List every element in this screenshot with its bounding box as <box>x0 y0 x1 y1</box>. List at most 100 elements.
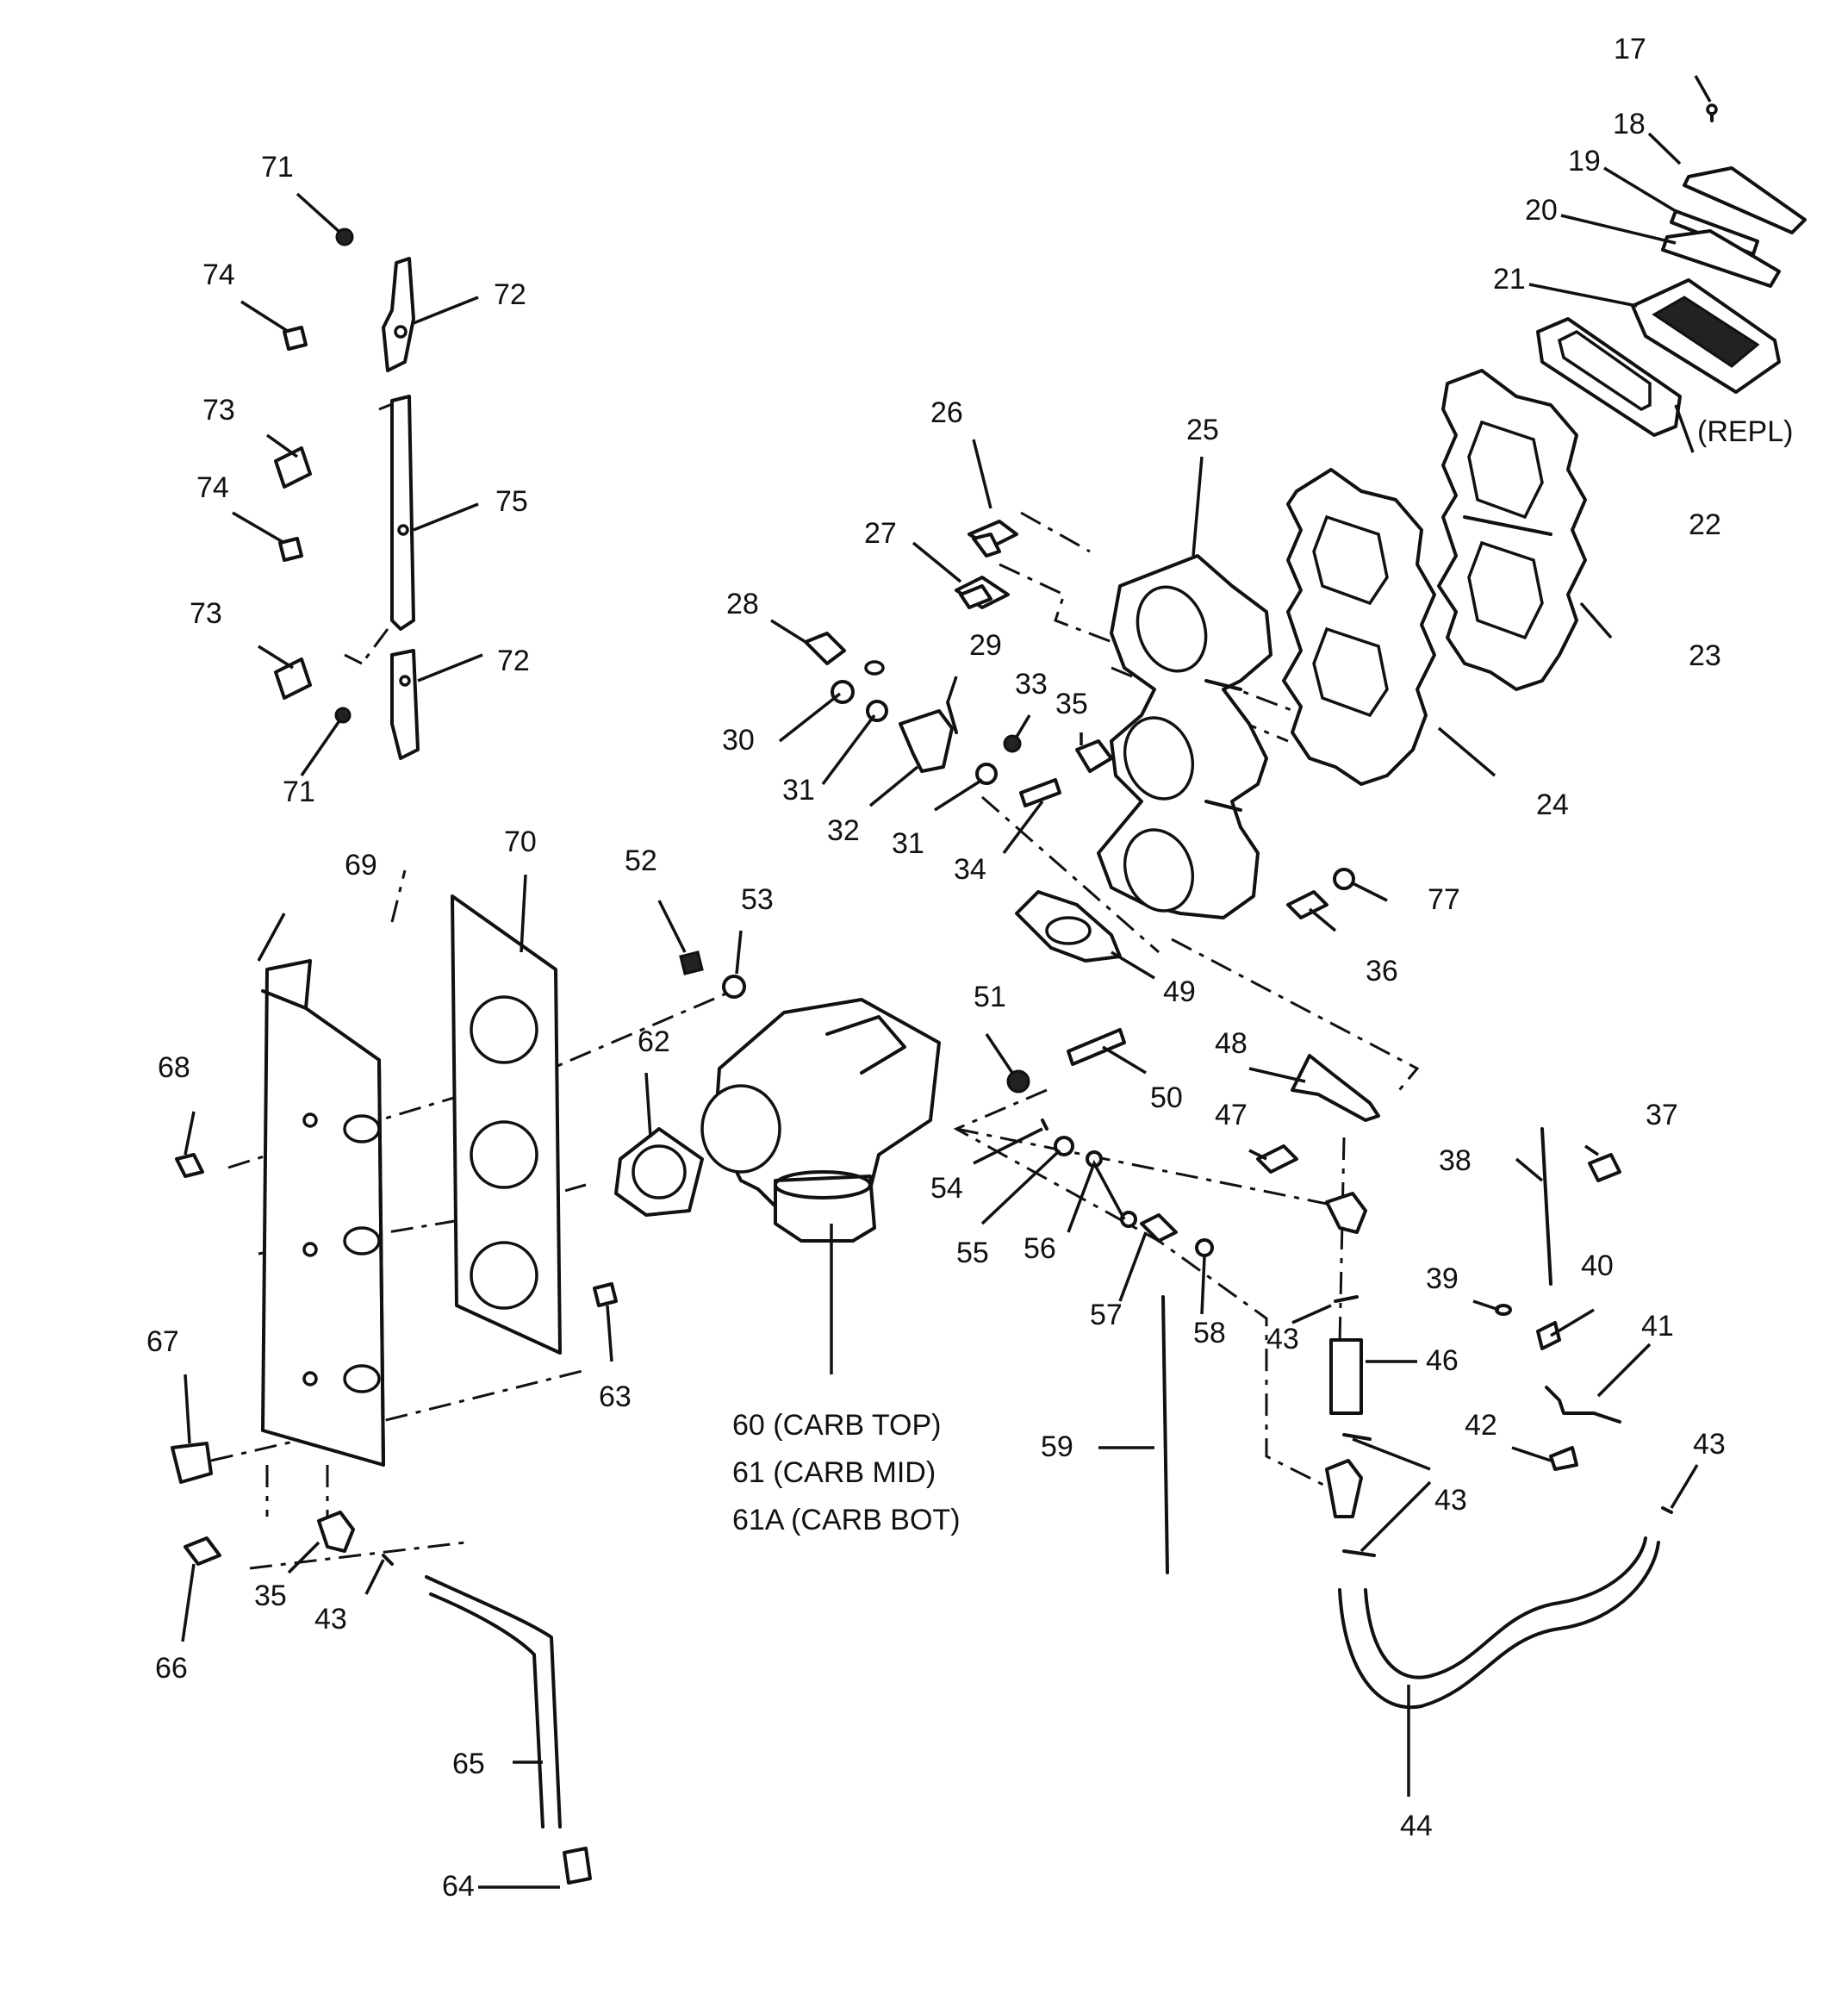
plug-67 <box>171 1442 213 1484</box>
clip-43d <box>1661 1506 1673 1514</box>
screw-27 <box>955 576 1010 609</box>
fitting-51 <box>1006 1069 1030 1094</box>
label-52: 52 <box>625 844 657 877</box>
label-55: 55 <box>956 1237 989 1269</box>
reed-gasket-22 <box>1536 317 1682 437</box>
washer-31a <box>866 700 888 722</box>
label-59: 59 <box>1041 1430 1073 1463</box>
label-17: 17 <box>1614 33 1646 65</box>
label-42: 42 <box>1465 1409 1497 1442</box>
lever-32 <box>899 701 958 773</box>
label-68: 68 <box>158 1051 190 1084</box>
screw-26 <box>968 520 1018 558</box>
label-64: 64 <box>442 1870 475 1903</box>
label-29: 29 <box>969 629 1002 662</box>
label-72a: 72 <box>494 278 526 311</box>
label-26: 26 <box>930 396 963 429</box>
label-31a: 31 <box>782 774 815 807</box>
washer-31b <box>975 763 998 785</box>
label-carb-bot: 61A (CARB BOT) <box>732 1504 961 1536</box>
clip-43c <box>1342 1549 1376 1557</box>
label-62: 62 <box>638 1025 670 1058</box>
rod-59 <box>1161 1295 1169 1574</box>
label-71a: 71 <box>261 151 294 184</box>
label-41: 41 <box>1641 1310 1674 1343</box>
pin-54 <box>1041 1119 1048 1131</box>
bar-75 <box>390 395 415 631</box>
gasket-49 <box>1015 890 1122 963</box>
reed-block-21 <box>1631 278 1781 394</box>
label-44: 44 <box>1400 1810 1433 1842</box>
intake-gasket-24 <box>1282 468 1436 786</box>
part-labels: 17 18 19 20 21 (REPL) 22 23 24 25 26 27 … <box>146 33 1793 1903</box>
label-74a: 74 <box>202 259 235 291</box>
screw-47 <box>1256 1144 1298 1174</box>
label-71b: 71 <box>283 776 315 808</box>
reed-stop-18 <box>1683 166 1807 234</box>
label-27: 27 <box>864 517 897 550</box>
nut-52 <box>679 950 704 975</box>
screw-68 <box>175 1153 204 1178</box>
stud-50 <box>1067 1028 1126 1066</box>
label-56: 56 <box>1024 1232 1056 1265</box>
fitting-35a <box>1075 739 1113 773</box>
screw-42 <box>1549 1446 1578 1471</box>
label-67: 67 <box>146 1325 179 1358</box>
reed-screw-17 <box>1706 103 1718 122</box>
label-23: 23 <box>1689 639 1721 672</box>
nut-71b <box>334 707 352 724</box>
hose-44 <box>1338 1536 1660 1710</box>
label-43a: 43 <box>1266 1323 1299 1355</box>
label-33: 33 <box>1015 668 1048 701</box>
label-74b: 74 <box>196 471 229 504</box>
bracket-72b <box>390 649 420 760</box>
plate-70 <box>451 894 562 1355</box>
label-25: 25 <box>1186 414 1219 446</box>
bolt-28 <box>804 632 846 665</box>
label-21: 21 <box>1493 263 1526 296</box>
label-43d: 43 <box>1693 1428 1726 1461</box>
label-repl: (REPL) <box>1697 415 1793 448</box>
shaft-34 <box>1019 778 1061 807</box>
label-43b: 43 <box>1434 1484 1467 1517</box>
cover-69 <box>261 959 385 1467</box>
reed-petal-20 <box>1661 229 1781 288</box>
label-28: 28 <box>726 588 759 620</box>
intake-manifold-25 <box>1097 554 1272 919</box>
carburetor-assembly <box>700 998 941 1243</box>
label-49: 49 <box>1163 975 1196 1008</box>
pin-29 <box>864 660 885 676</box>
label-19: 19 <box>1568 145 1601 178</box>
label-40: 40 <box>1581 1249 1614 1282</box>
clip-43b <box>1342 1433 1372 1441</box>
screw-74b <box>278 537 303 562</box>
clip-43-left <box>382 1554 394 1566</box>
label-63: 63 <box>599 1380 632 1413</box>
label-32: 32 <box>827 814 860 847</box>
label-35a: 35 <box>1055 688 1088 720</box>
label-24: 24 <box>1536 788 1569 821</box>
label-58: 58 <box>1193 1317 1226 1349</box>
label-48: 48 <box>1215 1027 1248 1060</box>
label-72b: 72 <box>497 645 530 677</box>
label-73b: 73 <box>190 597 222 630</box>
label-20: 20 <box>1525 194 1558 227</box>
cap-58 <box>1195 1238 1214 1257</box>
label-75: 75 <box>495 485 528 518</box>
label-39: 39 <box>1426 1262 1459 1295</box>
label-36: 36 <box>1366 955 1398 988</box>
label-30: 30 <box>722 724 755 757</box>
label-46: 46 <box>1426 1344 1459 1377</box>
label-18: 18 <box>1613 108 1646 140</box>
nut-33 <box>1003 734 1022 753</box>
clip-43a <box>1334 1295 1359 1303</box>
label-53: 53 <box>741 883 774 916</box>
label-77: 77 <box>1428 883 1460 916</box>
washer-77 <box>1333 868 1355 890</box>
bracket-72a <box>382 257 415 372</box>
bracket-41 <box>1545 1386 1621 1424</box>
label-70: 70 <box>504 826 537 858</box>
screw-36 <box>1286 890 1328 919</box>
tube-46 <box>1329 1338 1363 1415</box>
